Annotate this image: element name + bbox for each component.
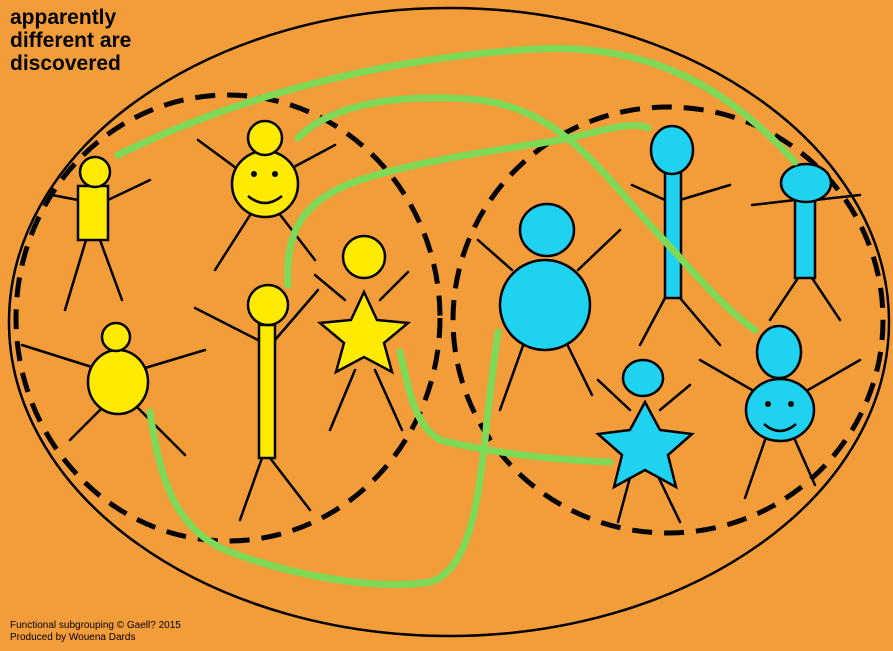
credit-line: Produced by Wouena Dards bbox=[10, 632, 181, 644]
title-line: apparently bbox=[10, 6, 131, 29]
title-line: different are bbox=[10, 29, 131, 52]
credit-line: Functional subgrouping © Gaell? 2015 bbox=[10, 620, 181, 632]
credit-text: Functional subgrouping © Gaell? 2015 Pro… bbox=[10, 620, 181, 644]
diagram-title: apparently different are discovered bbox=[10, 6, 131, 75]
title-line: discovered bbox=[10, 52, 131, 75]
